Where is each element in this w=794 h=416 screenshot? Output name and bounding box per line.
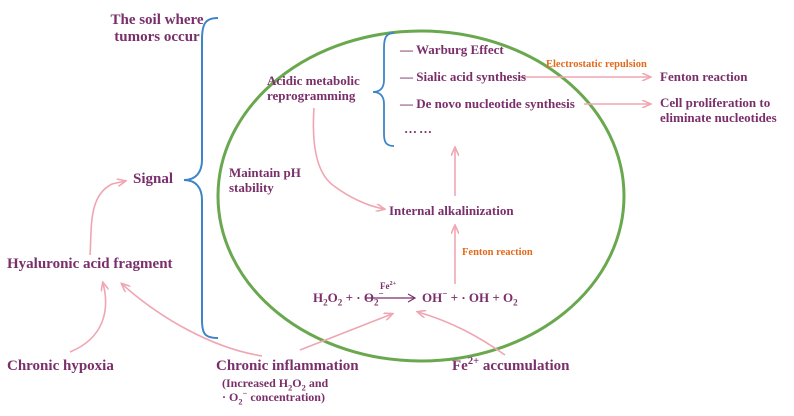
signal-label: Signal — [133, 171, 174, 187]
soil-label-line2: tumors occur — [114, 29, 200, 46]
cell-line2: eliminate nucleotides — [660, 109, 777, 125]
soil-label: The soil where tumors occur — [102, 12, 212, 47]
acidic-line2: reprogramming — [267, 87, 356, 103]
electrostatic-label: Electrostatic repulsion — [546, 59, 647, 70]
cell-line1: Cell proliferation to — [660, 95, 771, 110]
warburg-item: — Warburg Effect — [400, 42, 504, 57]
inflammation-label: Chronic inflammation — [216, 358, 359, 374]
fenton-outer-label: Fenton reaction — [660, 69, 748, 84]
microenvironment-ellipse — [216, 29, 626, 363]
denovo-item: — De novo nucleotide synthesis — [400, 96, 575, 111]
eq-oh: OH — [422, 290, 443, 305]
eq-h: H — [313, 290, 324, 305]
note-and: and — [305, 376, 329, 390]
inflammation-note: (Increased H2O2 and · O2− concentration) — [222, 376, 329, 407]
fe-accumulation-suffix: accumulation — [479, 358, 570, 374]
internal-alkalinization-label: Internal alkalinization — [389, 203, 514, 218]
soil-label-line1: The soil where — [110, 12, 204, 28]
hypoxia-label: Chronic hypoxia — [7, 358, 114, 374]
acidic-brace — [372, 32, 395, 147]
acidic-line1: Acidic metabolic — [267, 73, 360, 88]
maintain-line1: Maintain pH — [229, 165, 301, 180]
eq-plus-o: + · O — [342, 290, 374, 305]
cell-proliferation-label: Cell proliferation to eliminate nucleoti… — [660, 95, 777, 126]
arrow-inflammation-to-equation — [299, 314, 392, 351]
note-close: concentration) — [247, 389, 325, 404]
reactants: H2O2 + · O2− — [313, 288, 384, 308]
arrow-fe-to-equation — [418, 312, 506, 356]
soil-brace — [183, 17, 219, 339]
reaction-arrow-head — [407, 293, 417, 303]
maintain-ph-label: Maintain pH stability — [229, 165, 301, 196]
fenton-inner-label: Fenton reaction — [462, 247, 533, 258]
fe-accumulation-label: Fe2+ accumulation — [452, 356, 570, 374]
note-open: (Increased H — [222, 376, 289, 390]
catalyst-label: Fe2+ — [380, 280, 397, 291]
arrow-hyaluronic-to-signal — [89, 181, 125, 256]
eq-fe: Fe — [380, 281, 390, 291]
sialic-item: — Sialic acid synthesis — [400, 69, 527, 84]
hyaluronic-label: Hyaluronic acid fragment — [7, 256, 173, 272]
arrow-inflammation-to-hyaluronic — [122, 284, 263, 357]
arrow-hypoxia-to-hyaluronic — [69, 283, 106, 353]
more-items-dots: …… — [404, 121, 434, 136]
maintain-line2: stability — [229, 179, 274, 195]
acidic-label: Acidic metabolic reprogramming — [267, 73, 360, 104]
eq-plus-oh-o: + · OH + O — [447, 290, 514, 305]
arrow-acidic-to-alkalinization — [312, 107, 384, 209]
products: OH− + · OH + O2 — [422, 288, 518, 308]
